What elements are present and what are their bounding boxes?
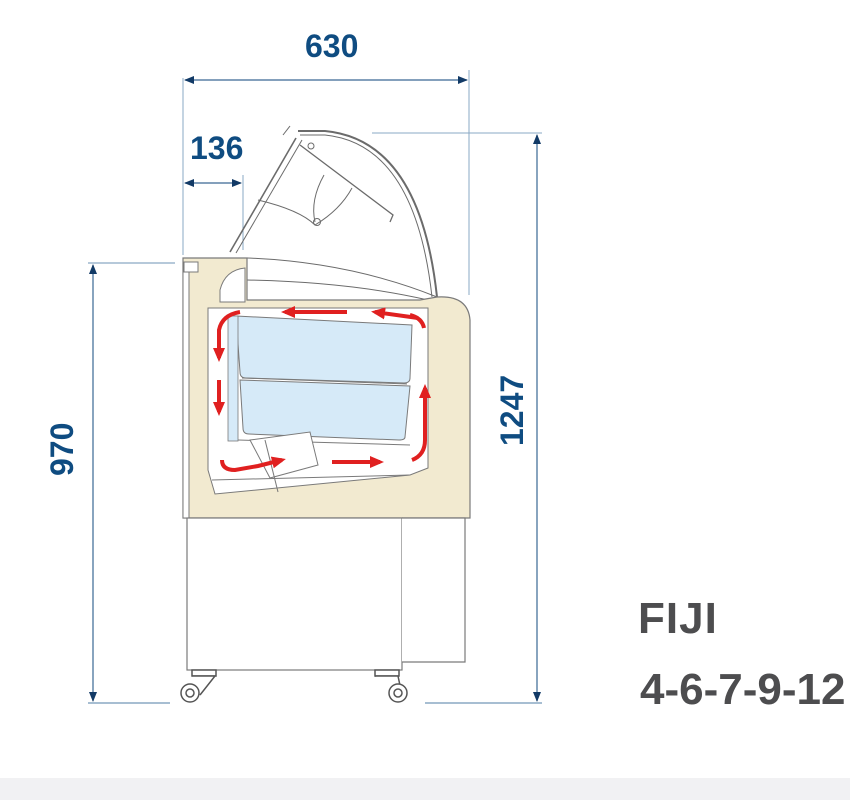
ice-cream-trays	[227, 315, 413, 446]
castor-wheel-front	[180, 669, 217, 703]
width-dimension-label: 630	[305, 28, 359, 64]
glass-offset-dimension-label: 136	[190, 130, 244, 166]
model-sizes: 4-6-7-9-12	[640, 665, 846, 714]
castor-wheel-back	[374, 669, 408, 703]
dimension-1247	[372, 132, 542, 704]
display-case-cross-section: 630 136 970 1247 FIJI 4-6-7-9-12	[44, 28, 846, 714]
counter-height-dimension-label: 970	[44, 422, 80, 476]
counter-top	[246, 257, 438, 301]
glass-canopy	[229, 125, 438, 298]
dimension-970	[88, 262, 175, 704]
model-name: FIJI	[638, 594, 718, 643]
technical-drawing	[88, 70, 542, 704]
base-cabinet	[186, 517, 466, 671]
dimension-630	[182, 70, 470, 295]
footer-bar	[0, 778, 850, 800]
airflow-arrows	[213, 306, 431, 473]
total-height-dimension-label: 1247	[494, 374, 530, 446]
dimension-136	[184, 175, 244, 250]
